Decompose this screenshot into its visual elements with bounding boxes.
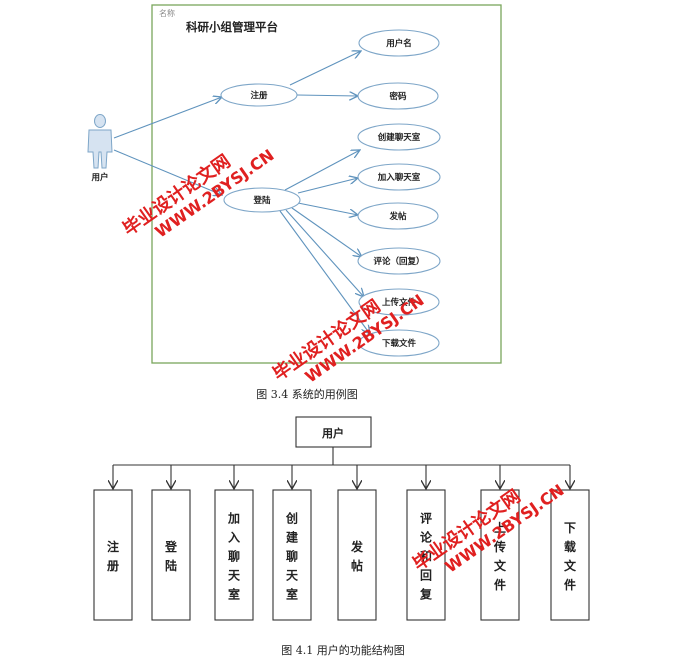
structure-child-3: 创建聊天室 [272,465,312,621]
actor-label: 用户 [90,172,108,183]
structure-child-box [272,489,312,621]
structure-child-label: 上传文件 [493,520,507,592]
structure-child-0: 注册 [93,465,133,621]
usecase-post: 发帖 [357,202,439,230]
system-boundary [151,4,502,364]
structure-child-box [214,489,254,621]
usecase-post-label: 发帖 [388,211,407,222]
usecase-login: 登陆 [223,187,301,213]
usecase-register: 注册 [220,83,298,107]
structure-child-box [93,489,133,621]
structure-root-box [295,416,372,448]
system-boundary-label: 名称 [159,8,175,18]
usecase-login-label: 登陆 [252,195,271,206]
usecase-caption: 图 3.4 系统的用例图 [256,387,358,401]
structure-children: 注册 登陆 加入聊天室 创建聊天室 发帖 评论和回复 上传文件 下载文件 [93,465,590,621]
structure-child-box [550,489,590,621]
usecase-join-chatroom-label: 加入聊天室 [377,172,421,183]
usecase-password: 密码 [357,82,439,110]
structure-child-label: 加入聊天室 [227,510,241,601]
structure-child-label: 评论和回复 [419,511,433,601]
structure-child-box [406,489,446,621]
usecase-username: 用户名 [358,29,440,57]
structure-child-label: 发帖 [350,539,364,573]
usecase-create-chatroom: 创建聊天室 [357,123,441,151]
structure-child-7: 下载文件 [550,465,590,621]
structure-child-label: 下载文件 [564,521,577,592]
usecase-upload-file: 上传文件 [358,288,440,316]
usecase-download-file-label: 下载文件 [382,338,417,349]
actor-user-icon [87,114,113,169]
structure-child-1: 登陆 [151,465,191,621]
structure-child-5: 评论和回复 [406,465,446,621]
structure-child-6: 上传文件 [480,465,520,621]
structure-child-label: 登陆 [164,539,178,573]
usecase-comment-reply-label: 评论（回复） [373,256,424,267]
system-title: 科研小组管理平台 [186,20,278,34]
usecase-join-chatroom: 加入聊天室 [357,163,441,191]
usecase-register-label: 注册 [250,90,268,101]
usecase-download-file: 下载文件 [358,329,440,357]
usecase-upload-file-label: 上传文件 [382,297,417,308]
usecase-username-label: 用户名 [385,38,412,49]
structure-child-box [480,489,520,621]
structure-child-4: 发帖 [337,465,377,621]
structure-child-box [337,489,377,621]
structure-child-2: 加入聊天室 [214,465,254,621]
usecase-password-label: 密码 [388,91,407,102]
structure-child-label: 注册 [107,539,119,573]
structure-caption: 图 4.1 用户的功能结构图 [281,643,405,657]
usecase-create-chatroom-label: 创建聊天室 [377,132,421,143]
usecase-comment-reply: 评论（回复） [357,247,441,275]
structure-child-label: 创建聊天室 [285,510,299,601]
structure-root-label: 用户 [322,426,344,440]
structure-child-box [151,489,191,621]
